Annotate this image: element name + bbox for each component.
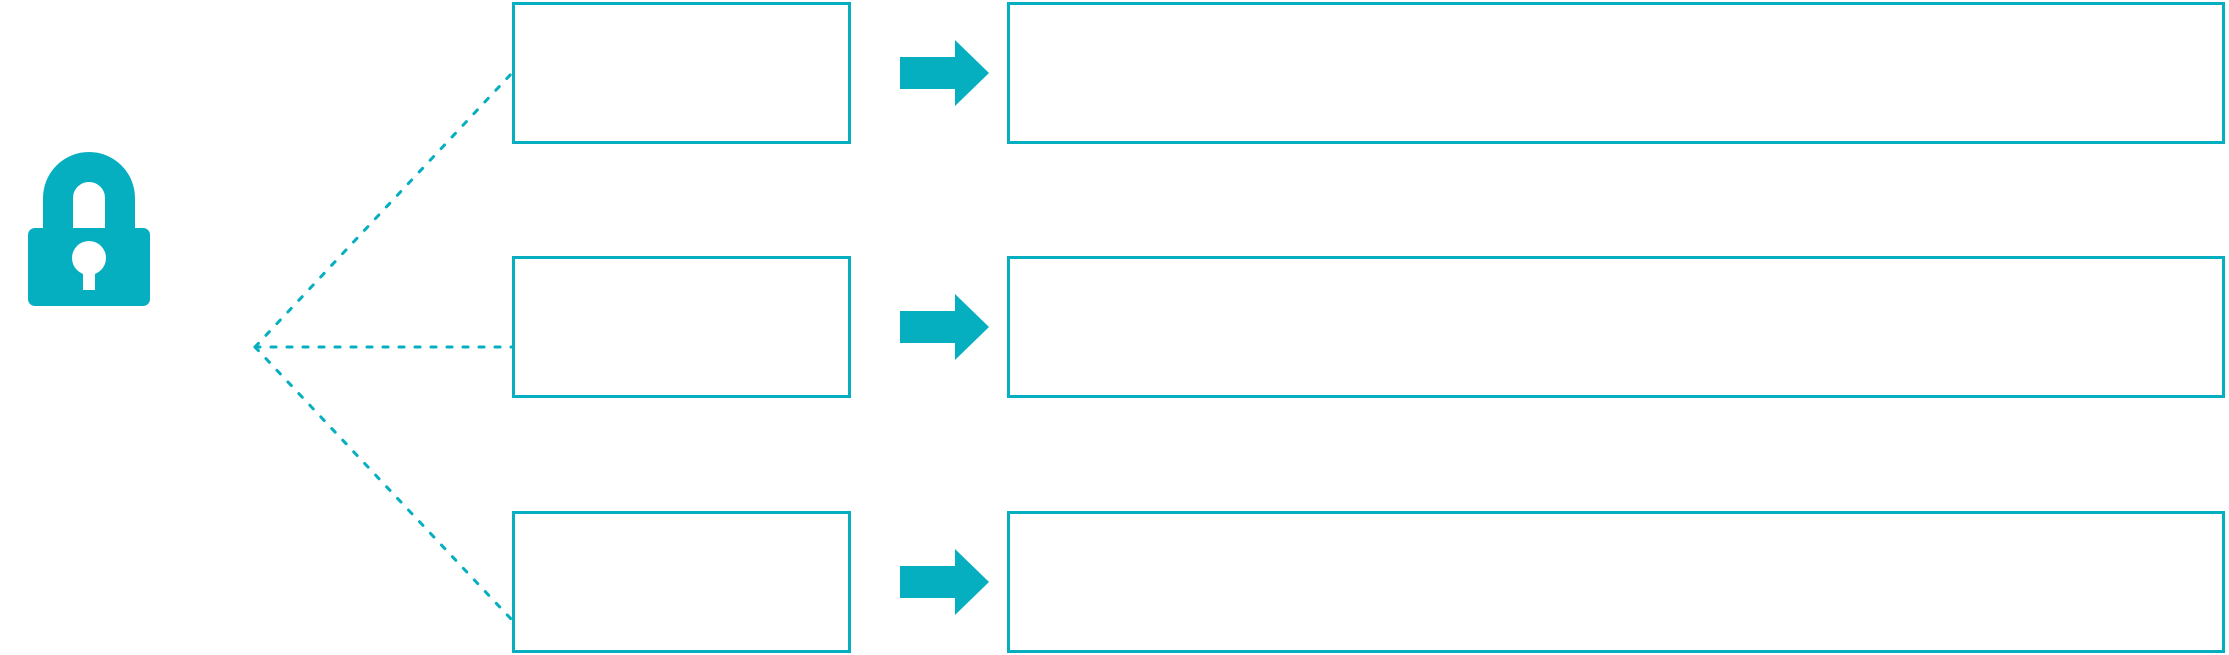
arrow-right-icon-row-1 [900,40,989,106]
detail-box-row-3[interactable] [1007,511,2225,653]
arrow-right-icon-row-3 [900,549,989,615]
connector-line-row-3 [253,345,514,622]
detail-box-label-row-1 [1010,5,2222,141]
stage-box-row-3[interactable] [512,511,851,653]
stage-box-label-row-2 [515,259,848,395]
stage-box-row-1[interactable] [512,2,851,144]
detail-box-row-2[interactable] [1007,256,2225,398]
connector-line-row-1 [253,71,514,349]
detail-box-label-row-3 [1010,514,2222,650]
lock-icon [28,152,150,306]
arrow-group [900,40,989,615]
arrow-right-icon-row-2 [900,294,989,360]
connector-lines [253,71,514,622]
detail-box-label-row-2 [1010,259,2222,395]
stage-box-row-2[interactable] [512,256,851,398]
stage-box-label-row-3 [515,514,848,650]
stage-box-label-row-1 [515,5,848,141]
detail-box-row-1[interactable] [1007,2,2225,144]
